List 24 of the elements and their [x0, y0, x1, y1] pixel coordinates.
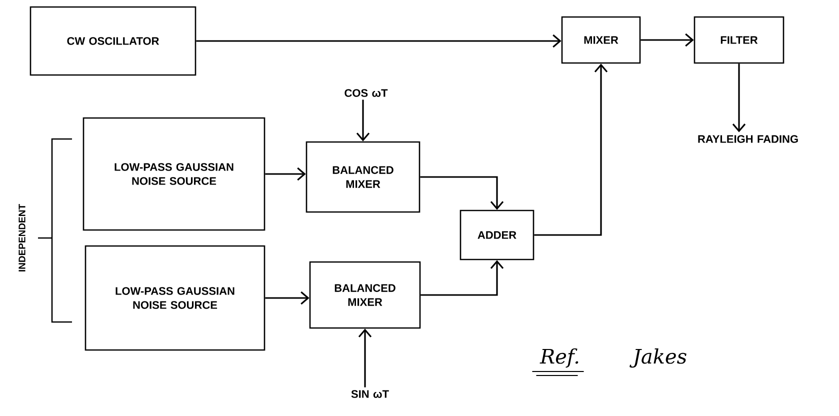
process-box: BALANCED MIXER — [309, 261, 421, 329]
arrow — [356, 100, 370, 142]
process-box: LOW-PASS GAUSSIAN NOISE SOURCE — [84, 245, 266, 351]
arrow — [265, 291, 310, 305]
side-label: INDEPENDENT — [18, 204, 26, 272]
arrow — [420, 176, 504, 210]
arrow — [534, 64, 608, 236]
process-box: ADDER — [460, 210, 534, 260]
arrow — [265, 167, 306, 181]
arrow — [196, 34, 562, 48]
process-box: CW OSCILLATOR — [30, 6, 196, 76]
process-box: LOW-PASS GAUSSIAN NOISE SOURCE — [82, 117, 266, 231]
arrow — [732, 64, 746, 132]
reference-note: Ref. — [540, 348, 578, 368]
arrow — [358, 328, 372, 388]
process-box: FILTER — [694, 16, 784, 64]
reference-note: Jakes — [630, 348, 686, 368]
arrow — [640, 33, 694, 47]
signal-label: COS ωT — [344, 89, 388, 97]
signal-label: SIN ωT — [351, 390, 389, 398]
arrow — [420, 260, 504, 296]
process-box: BALANCED MIXER — [306, 141, 420, 213]
process-box: MIXER — [561, 16, 641, 64]
signal-label: RAYLEIGH FADING — [698, 135, 798, 143]
